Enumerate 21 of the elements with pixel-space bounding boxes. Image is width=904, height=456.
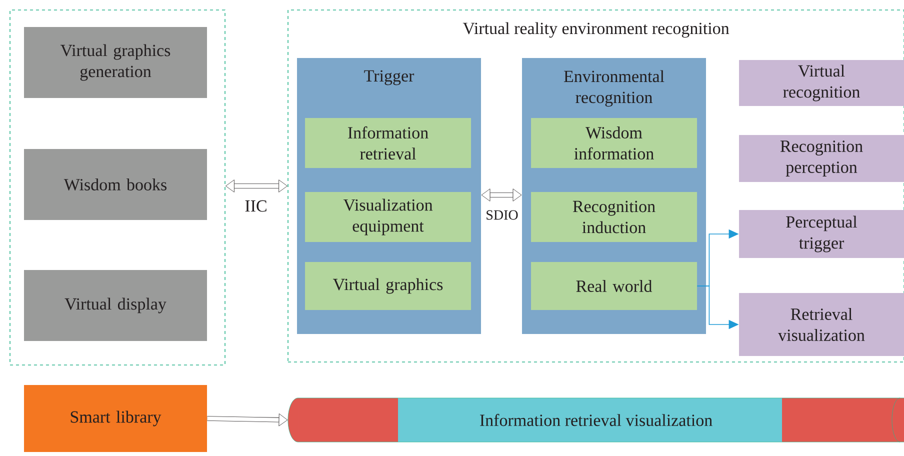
hollow-arrow	[207, 413, 288, 426]
output-box: Perceptual trigger	[739, 210, 904, 258]
process-box: Wisdom information	[531, 118, 697, 168]
hollow-arrow	[481, 188, 522, 202]
process-box: Virtual display	[24, 270, 207, 341]
hollow-arrow	[226, 180, 288, 192]
source-box: Smart library	[24, 385, 207, 452]
process-box: Virtual graphics	[305, 262, 471, 310]
process-box: Real world	[531, 262, 697, 310]
pipeline-cylinder: Information retrieval visualization	[288, 398, 904, 442]
process-box: Visualization equipment	[305, 192, 471, 242]
output-box: Recognition perception	[739, 135, 904, 182]
process-box: Recognition induction	[531, 192, 697, 242]
process-box: Virtual graphics generation	[24, 27, 207, 98]
process-box: Information retrieval	[305, 118, 471, 168]
edge-label: SDIO	[484, 209, 520, 221]
output-box: Virtual recognition	[739, 60, 904, 106]
process-box: Wisdom books	[24, 149, 207, 220]
dashed-group	[10, 10, 226, 366]
output-box: Retrieval visualization	[739, 293, 904, 356]
edge-label: IIC	[244, 199, 268, 213]
